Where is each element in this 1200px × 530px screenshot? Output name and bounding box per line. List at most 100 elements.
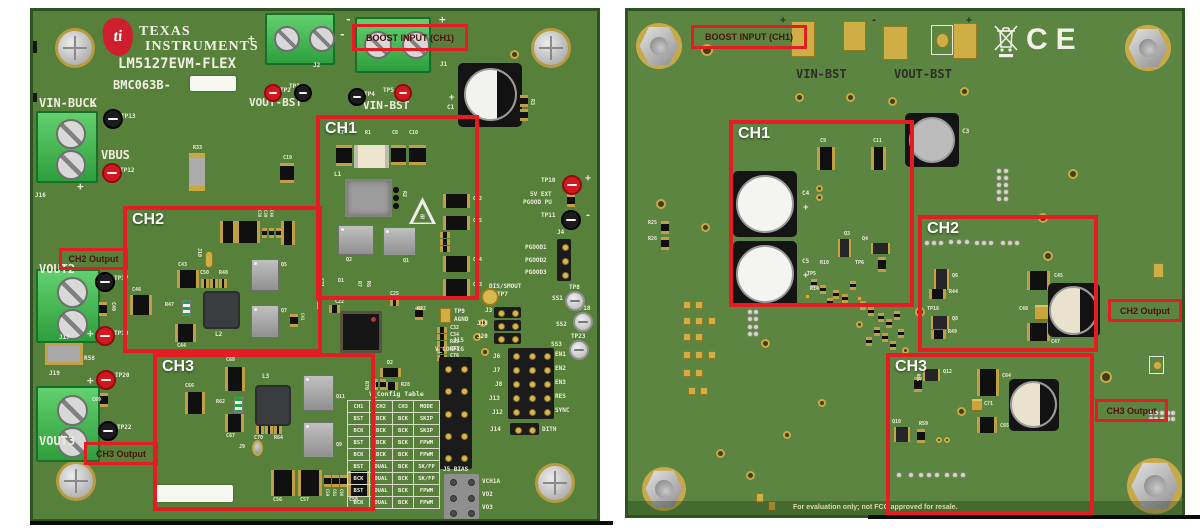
pin1-dot (341, 228, 344, 231)
test-point-slot (565, 218, 577, 222)
silkscreen-label: Q9 (336, 442, 343, 448)
resistor (354, 145, 389, 168)
silkscreen-label: VBUS (101, 148, 130, 162)
annotation-tag: BOOST INPUT (CH1) (691, 25, 807, 49)
capacitor (931, 330, 946, 339)
silkscreen-label: TP22 (117, 424, 132, 431)
assembly-code: BMC063B- (113, 78, 171, 92)
silkscreen-label: SS3 (551, 341, 562, 348)
silkscreen-label: C5 (802, 258, 810, 265)
pin-dot (444, 455, 452, 463)
silkscreen-label: C43 (178, 262, 188, 268)
electrolytic-capacitor (1010, 381, 1057, 428)
annotation-tag: CH2 Output (59, 248, 128, 270)
silkscreen-label: DIS/SMOUT (489, 283, 522, 290)
pin-header (439, 357, 472, 469)
capacitor (866, 337, 872, 346)
silkscreen-label: RES (555, 393, 566, 400)
test-point-slot (569, 299, 581, 303)
pin-dot (543, 366, 551, 374)
pin-dot (995, 175, 1002, 182)
nut-hole (649, 36, 669, 56)
silkscreen-label: Q8 (952, 316, 959, 322)
capacitor (265, 426, 273, 434)
mosfet (251, 259, 279, 291)
pin-dot (938, 240, 944, 246)
mosfet (303, 422, 334, 458)
annotation-box-ch3: CH3 (153, 353, 375, 511)
pin-dot (528, 352, 536, 360)
config-table-cell: BCK (392, 484, 414, 497)
capacitor (185, 392, 205, 414)
silkscreen-label: R7 (356, 281, 362, 288)
screw-slot (74, 469, 78, 493)
silkscreen-label: J14 (490, 426, 501, 433)
solder-pad (683, 369, 691, 377)
capacitor (1027, 271, 1050, 290)
pin-dot (948, 238, 954, 245)
capacitor (256, 426, 264, 434)
silkscreen-label: R48 (219, 270, 229, 276)
mounting-nut (636, 23, 682, 69)
pin-dot (498, 336, 506, 343)
silkscreen-label: L2 (215, 331, 223, 338)
silkscreen-label: C32 (450, 325, 460, 331)
silkscreen-label: C47 (1051, 339, 1061, 345)
silkscreen-label: J20 (477, 333, 488, 340)
silkscreen-label: TP5 (383, 87, 394, 94)
test-point (562, 175, 582, 195)
capacitor (100, 393, 108, 407)
silkscreen-label: V_CONFIG (435, 346, 464, 353)
silkscreen-label: Q2 (346, 257, 353, 263)
silkscreen-label: C11 (873, 138, 883, 144)
config-table-cell: SKIP (413, 424, 440, 437)
annotation-tag: CH3 Output (84, 442, 158, 465)
test-point (95, 326, 115, 346)
fiducial (33, 41, 37, 53)
silkscreen-label: R1 (365, 130, 372, 136)
pin-dot (1002, 188, 1009, 195)
silkscreen-label: - (90, 99, 97, 112)
silkscreen-label: R14 (810, 286, 820, 292)
solder-pad (695, 351, 703, 359)
ce-mark: CE (1026, 23, 1084, 56)
pin-dot (1002, 175, 1009, 182)
evaluation-disclaimer-text: For evaluation only; not FCC approved fo… (793, 504, 958, 511)
config-table-cell: BCK (392, 496, 414, 509)
capacitor (437, 327, 447, 333)
capacitor (390, 299, 399, 306)
capacitor (99, 302, 107, 316)
silkscreen-label: Q10 (892, 419, 902, 425)
silkscreen-label: C10 (409, 130, 419, 136)
silkscreen-label: EN1 (555, 351, 566, 358)
silkscreen-label: C7 (338, 130, 345, 136)
test-point-slot (102, 429, 114, 433)
mounting-nut (1127, 458, 1182, 514)
silkscreen-label: C46 (132, 287, 142, 293)
pin-dot (1000, 240, 1006, 246)
pin-dot (461, 455, 469, 463)
solder-pad (683, 317, 691, 325)
config-table-cell: BCK (392, 460, 414, 473)
capacitor (850, 281, 856, 290)
via-cluster (393, 187, 399, 209)
pin-dot (747, 331, 753, 338)
terminal-block (36, 111, 98, 183)
silkscreen-label: J15 (453, 337, 464, 344)
pin-header (508, 348, 554, 419)
controller-ic (340, 311, 382, 353)
silkscreen-label: C41 (300, 313, 305, 321)
capacitor (280, 163, 294, 183)
terminal-screw (56, 119, 86, 150)
config-table-cell: FPWM (413, 436, 440, 449)
silkscreen-label: J12 (492, 409, 503, 416)
mounting-screw (55, 28, 95, 68)
silkscreen-label: + (248, 32, 255, 45)
silkscreen-label: R10 (820, 260, 830, 266)
mosfet (303, 375, 334, 411)
silkscreen-label: + (87, 327, 94, 340)
silkscreen-label: SS2 (556, 321, 567, 328)
heat-waves-glyph: ≋ (420, 211, 425, 221)
silkscreen-label: C45 (1054, 273, 1064, 279)
